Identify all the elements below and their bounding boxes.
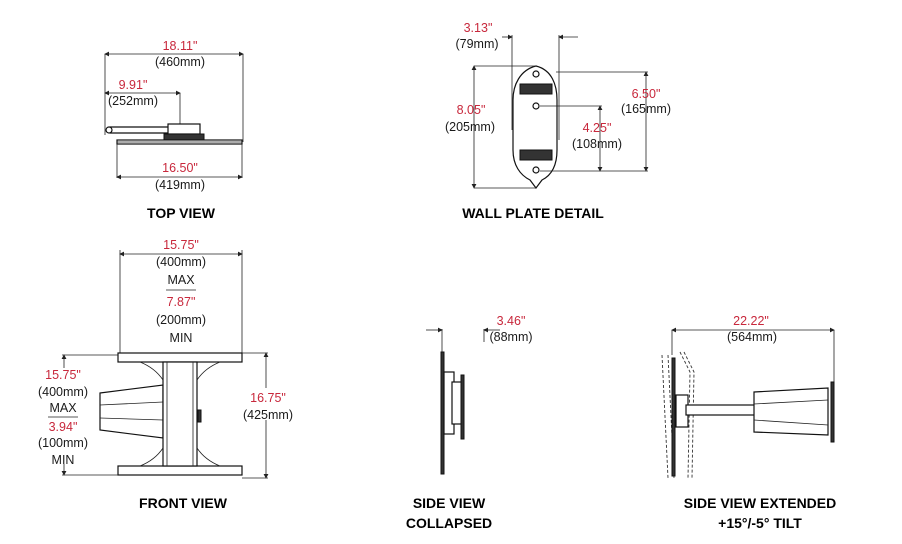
side-view-collapsed: 3.46" (88mm) SIDE VIEW COLLAPSED xyxy=(406,314,533,531)
front-hmax-in: 15.75" xyxy=(163,238,199,252)
front-hmin-label: MIN xyxy=(170,331,193,345)
collapsed-depth-in: 3.46" xyxy=(497,314,526,328)
front-view: 15.75" (400mm) MAX 7.87" (200mm) MIN 15.… xyxy=(38,238,293,511)
front-height-mm: (425mm) xyxy=(243,408,293,422)
collapsed-depth-mm: (88mm) xyxy=(489,330,532,344)
top-width-in: 16.50" xyxy=(162,161,198,175)
top-arm-depth-in: 9.91" xyxy=(119,78,148,92)
front-hmin-mm: (200mm) xyxy=(156,313,206,327)
front-vmin-in: 3.94" xyxy=(49,420,78,434)
top-view-drawing xyxy=(105,123,243,145)
plate-width-mm: (79mm) xyxy=(455,37,498,51)
top-overall-depth-mm: (460mm) xyxy=(155,55,205,69)
top-overall-depth-in: 18.11" xyxy=(163,39,198,53)
wall-plate-drawing xyxy=(512,65,558,189)
top-width-mm: (419mm) xyxy=(155,178,205,192)
front-vmax-mm: (400mm) xyxy=(38,385,88,399)
plate-hole-spacing-in: 6.50" xyxy=(632,87,661,101)
front-vmin-label: MIN xyxy=(52,453,75,467)
top-view: 18.11" (460mm) 9.91" (252mm) 16.50" (419… xyxy=(104,39,244,221)
front-hmin-in: 7.87" xyxy=(167,295,196,309)
plate-center-hole-in: 4.25" xyxy=(583,121,612,135)
collapsed-title-line2: COLLAPSED xyxy=(406,515,492,531)
front-view-drawing xyxy=(99,352,243,476)
front-view-title: FRONT VIEW xyxy=(139,495,228,511)
plate-height-mm: (205mm) xyxy=(445,120,495,134)
extended-title-line1: SIDE VIEW EXTENDED xyxy=(684,495,836,511)
side-view-extended: 22.22" (564mm) SIDE VIEW EXTENDED +15°/-… xyxy=(661,314,836,531)
front-vmin-mm: (100mm) xyxy=(38,436,88,450)
side-extended-drawing xyxy=(661,351,835,479)
top-view-title: TOP VIEW xyxy=(147,205,216,221)
wall-plate-title: WALL PLATE DETAIL xyxy=(462,205,604,221)
top-arm-depth-mm: (252mm) xyxy=(108,94,158,108)
plate-hole-spacing-mm: (165mm) xyxy=(621,102,671,116)
front-hmax-mm: (400mm) xyxy=(156,255,206,269)
plate-width-in: 3.13" xyxy=(464,21,493,35)
front-height-in: 16.75" xyxy=(250,391,286,405)
front-hmax-label: MAX xyxy=(167,273,195,287)
side-collapsed-drawing xyxy=(440,351,465,475)
extended-depth-mm: (564mm) xyxy=(727,330,777,344)
plate-center-hole-mm: (108mm) xyxy=(572,137,622,151)
wall-plate-detail: 3.13" (79mm) 8.05" (205mm) 6.50" (165mm)… xyxy=(445,21,671,221)
extended-depth-in: 22.22" xyxy=(733,314,769,328)
plate-height-in: 8.05" xyxy=(457,103,486,117)
front-vmax-label: MAX xyxy=(49,401,77,415)
extended-title-line2: +15°/-5° TILT xyxy=(718,515,802,531)
front-vmax-in: 15.75" xyxy=(45,368,81,382)
collapsed-title-line1: SIDE VIEW xyxy=(413,495,486,511)
